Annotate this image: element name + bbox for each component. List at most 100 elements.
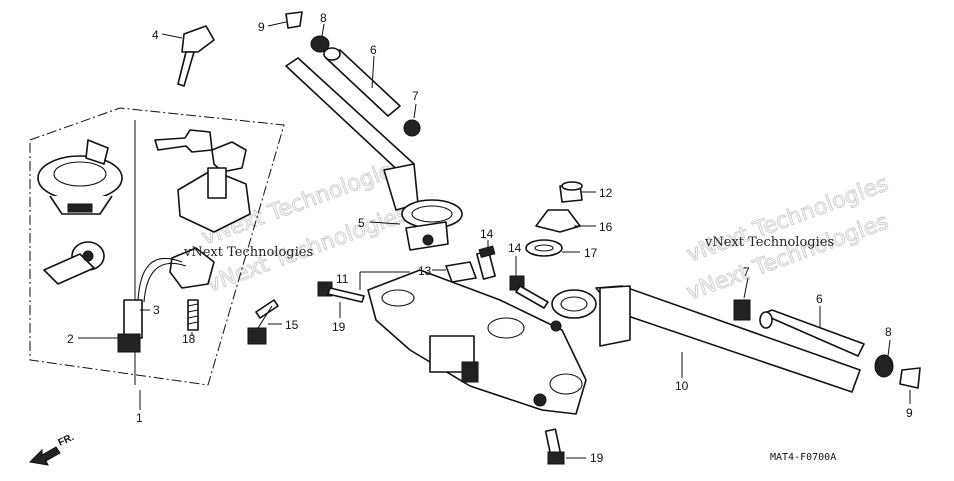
- right-handlebar: [550, 285, 861, 393]
- callout-19-upper: 19: [332, 320, 346, 334]
- callout-16: 16: [599, 220, 613, 234]
- top-bridge-right-bore: [549, 373, 583, 395]
- callout-7-upper: 7: [412, 89, 419, 103]
- callout-15: 15: [285, 318, 299, 332]
- bolt-19-lower-head: [547, 451, 565, 465]
- callout-8-right: 8: [885, 325, 892, 339]
- leader-8a: [321, 23, 325, 37]
- leader-7a: [413, 103, 417, 119]
- bolt-14-left-head: [478, 245, 496, 259]
- top-bridge-pinch-bolt: [533, 393, 547, 407]
- ignition-wire-2: [143, 262, 187, 303]
- callout-14-left: 14: [480, 227, 494, 241]
- callout-12: 12: [599, 186, 613, 200]
- ignition-wire-1: [137, 257, 183, 301]
- top-bridge: [367, 269, 587, 415]
- key-4: [177, 25, 215, 87]
- assembly-boundary: [29, 107, 285, 386]
- right-handlebar-clamp: [551, 289, 597, 319]
- top-bridge-socket: [461, 361, 479, 383]
- left-handlebar-clamp-bore: [411, 205, 453, 223]
- bar-end-weight-upper-end: [323, 47, 341, 61]
- washer-17: [525, 239, 563, 257]
- callout-13: 13: [418, 264, 432, 278]
- screw-18-thread: [187, 303, 199, 325]
- callout-5: 5: [358, 216, 365, 230]
- clip-9-upper: [285, 11, 303, 29]
- bar-end-weight-right: [759, 309, 865, 357]
- collar-8-upper: [310, 35, 330, 53]
- callout-17: 17: [584, 246, 598, 260]
- seat-lock-keyway: [82, 250, 94, 262]
- leader-4: [161, 33, 183, 39]
- watermark-ghost: vNext Technologies vNext Technologies vN…: [198, 154, 892, 306]
- ignition-coupler: [117, 333, 141, 353]
- fuel-cap-lock-ring: [53, 161, 107, 187]
- clip-9-right: [899, 367, 921, 389]
- fuel-cap-lock: [37, 155, 123, 201]
- fuel-cap-latch: [67, 203, 93, 213]
- callout-7-right: 7: [743, 265, 750, 279]
- cap-12-top: [561, 181, 583, 191]
- leader-7b: [743, 277, 749, 299]
- key-4-blade: [177, 51, 195, 87]
- plate-13: [445, 261, 477, 283]
- bolt-19-upper-shank: [327, 287, 365, 303]
- left-handlebar-bolt: [422, 234, 434, 246]
- leader-8b: [887, 339, 891, 357]
- bolt-14-right-shank: [515, 285, 549, 309]
- bolt-15-shank: [257, 305, 273, 329]
- leader-5: [369, 221, 401, 225]
- callouts: 4 1 2 3 18 15 9 8 6 7 5 11 13 14 14 12 1…: [67, 11, 913, 465]
- stem-nut-16: [535, 209, 581, 233]
- drawing-code: MAT4-F0700A: [770, 452, 836, 463]
- callout-11: 11: [336, 272, 349, 286]
- front-label: FR.: [57, 432, 76, 449]
- nut-7-upper: [403, 119, 421, 137]
- leader-11: [359, 271, 410, 290]
- front-direction-indicator: FR.: [28, 432, 76, 466]
- ignition-switch-cylinder: [207, 167, 227, 199]
- ignition-key-2: [211, 141, 247, 173]
- bar-end-weight-upper: [323, 47, 401, 117]
- callout-9-upper: 9: [258, 20, 265, 34]
- callout-19-lower: 19: [590, 451, 604, 465]
- right-handlebar-bolt: [550, 320, 562, 332]
- callout-8-upper: 8: [320, 11, 327, 25]
- leader-lines: [78, 21, 911, 459]
- ignition-key-1: [154, 129, 213, 153]
- callout-3: 3: [153, 303, 160, 317]
- collar-8-right: [874, 354, 894, 378]
- ignition-switch-lower: [169, 247, 215, 289]
- bar-end-weight-right-end: [759, 311, 773, 329]
- fuel-cap-key: [85, 139, 109, 165]
- left-handlebar: [285, 57, 463, 251]
- top-bridge-left-bore: [381, 289, 415, 307]
- ignition-switch-assembly: [29, 107, 285, 386]
- callout-4: 4: [152, 28, 159, 42]
- bolt-19-lower-shank: [544, 428, 562, 456]
- callout-6-right: 6: [816, 292, 823, 306]
- watermark-left: vNext Technologies: [183, 245, 313, 260]
- ignition-connector: [123, 299, 143, 339]
- top-bridge-body: [367, 269, 587, 415]
- callout-1: 1: [136, 411, 143, 425]
- front-arrow-icon: [28, 446, 61, 466]
- leader-9a: [267, 21, 287, 27]
- bolt-14-right: [509, 275, 549, 309]
- watermark-right: vNext Technologies: [704, 235, 834, 250]
- bolt-19-upper: [317, 281, 365, 303]
- right-handlebar-riser: [599, 285, 631, 347]
- bolt-14-left: [476, 245, 496, 280]
- collar-7-right: [733, 299, 751, 321]
- bolt-15: [255, 299, 279, 319]
- seat-lock-body: [43, 253, 95, 285]
- top-bridge-stem-bore: [487, 317, 525, 339]
- callout-6-upper: 6: [370, 43, 377, 57]
- callout-18: 18: [182, 332, 196, 346]
- callout-9-right: 9: [906, 406, 913, 420]
- key-4-head: [181, 25, 215, 53]
- washer-17-hole: [534, 244, 554, 252]
- bolt-15-head: [247, 327, 267, 345]
